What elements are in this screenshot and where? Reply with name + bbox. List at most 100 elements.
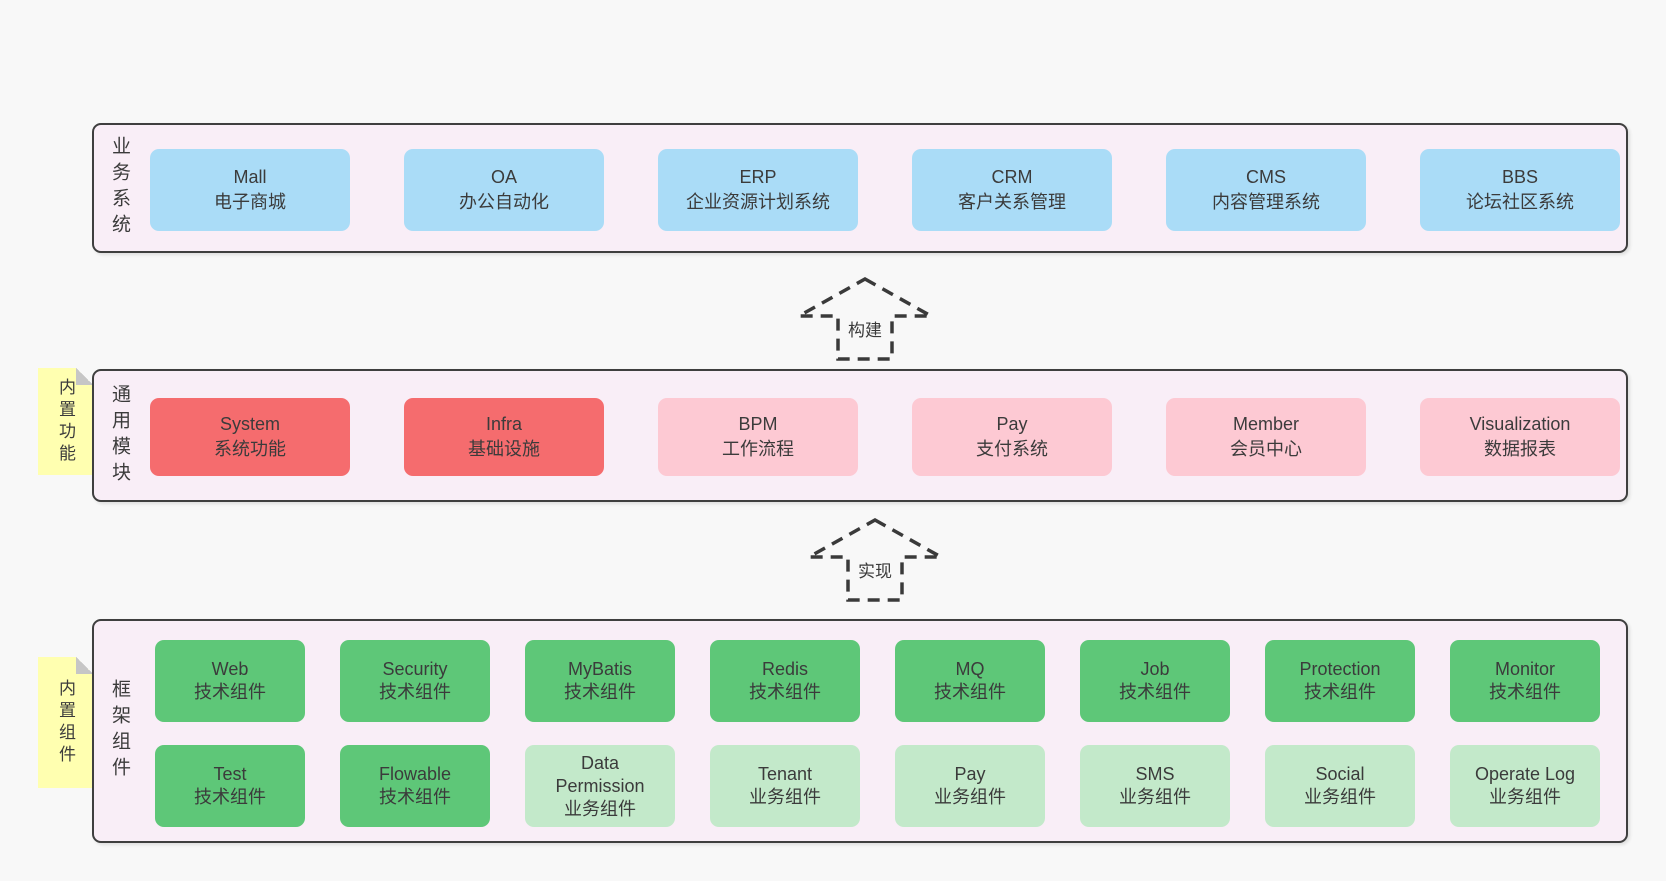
- box-subtitle: 业务组件: [564, 798, 636, 819]
- box-title: CRM: [991, 167, 1033, 187]
- box-subtitle: 技术组件: [564, 682, 636, 702]
- box-subtitle: 业务组件: [1489, 787, 1561, 807]
- box-title: SMS: [1135, 764, 1175, 784]
- box-components-security: Security 技术组件: [340, 640, 490, 722]
- box-subtitle: 内容管理系统: [1212, 192, 1320, 212]
- box-title: CMS: [1246, 167, 1286, 187]
- builtin-functions-note: 内置功能: [38, 368, 93, 475]
- box-modules-system: System 系统功能: [150, 398, 350, 476]
- build-arrow-label: 构建: [846, 316, 884, 341]
- box-modules-infra: Infra 基础设施: [404, 398, 604, 476]
- box-subtitle: 业务组件: [749, 787, 821, 807]
- box-subtitle: 系统功能: [214, 439, 286, 459]
- box-title: Infra: [485, 414, 523, 434]
- box-business-erp: ERP 企业资源计划系统: [658, 149, 858, 231]
- box-subtitle: 技术组件: [934, 682, 1006, 702]
- box-components-mybatis: MyBatis 技术组件: [525, 640, 675, 722]
- builtin-functions-note-label: 内置功能: [56, 377, 75, 466]
- box-title: Web: [211, 659, 249, 679]
- framework-components-label: 框架组件: [109, 679, 130, 783]
- box-title: ERP: [739, 167, 777, 187]
- builtin-components-note-label: 内置组件: [56, 678, 75, 767]
- box-title: Redis: [761, 659, 809, 679]
- box-title: Pay: [996, 414, 1028, 434]
- box-title: Social: [1315, 764, 1365, 784]
- build-arrow: 构建: [790, 276, 940, 362]
- box-title: System: [219, 414, 280, 434]
- implement-arrow: 实现: [800, 517, 950, 603]
- box-title: BBS: [1501, 167, 1539, 187]
- note-fold-icon: [76, 657, 93, 674]
- box-components-sms: SMS 业务组件: [1080, 745, 1230, 827]
- implement-arrow-label: 实现: [856, 557, 894, 582]
- box-subtitle: 企业资源计划系统: [686, 192, 830, 212]
- box-subtitle: 业务组件: [1304, 787, 1376, 807]
- up-arrow-icon: [802, 517, 948, 602]
- box-subtitle: 业务组件: [1119, 787, 1191, 807]
- box-subtitle: 技术组件: [1489, 682, 1561, 702]
- builtin-components-note: 内置组件: [38, 657, 93, 788]
- box-components-monitor: Monitor 技术组件: [1450, 640, 1600, 722]
- box-modules-pay: Pay 支付系统: [912, 398, 1112, 476]
- box-title: Job: [1140, 659, 1170, 679]
- box-subtitle: 论坛社区系统: [1466, 192, 1574, 212]
- box-subtitle: 基础设施: [468, 439, 540, 459]
- box-title: OA: [490, 167, 517, 187]
- box-components-operate-log: Operate Log 业务组件: [1450, 745, 1600, 827]
- box-subtitle: 技术组件: [1119, 682, 1191, 702]
- business-systems-label: 业务系统: [109, 136, 130, 240]
- box-title: Monitor: [1494, 659, 1556, 679]
- box-components-test: Test 技术组件: [155, 745, 305, 827]
- box-business-oa: OA 办公自动化: [404, 149, 604, 231]
- box-subtitle: 技术组件: [194, 682, 266, 702]
- box-title: Tenant: [757, 764, 813, 784]
- box-title: Test: [213, 764, 247, 784]
- box-title: Visualization: [1469, 414, 1571, 434]
- box-business-mall: Mall 电子商城: [150, 149, 350, 231]
- box-subtitle: 技术组件: [1304, 682, 1376, 702]
- box-modules-visualization: Visualization 数据报表: [1420, 398, 1620, 476]
- box-subtitle: 电子商城: [214, 192, 286, 212]
- box-title: Member: [1232, 414, 1299, 434]
- box-components-mq: MQ 技术组件: [895, 640, 1045, 722]
- box-subtitle: 技术组件: [379, 787, 451, 807]
- box-components-web: Web 技术组件: [155, 640, 305, 722]
- box-components-job: Job 技术组件: [1080, 640, 1230, 722]
- box-title: Operate Log: [1474, 764, 1576, 784]
- box-business-cms: CMS 内容管理系统: [1166, 149, 1366, 231]
- box-title: BPM: [738, 414, 778, 434]
- box-subtitle: 技术组件: [749, 682, 821, 702]
- up-arrow-icon: [792, 276, 938, 361]
- box-title: Mall: [233, 167, 267, 187]
- box-subtitle: 技术组件: [379, 682, 451, 702]
- box-title: Data Permission: [555, 752, 645, 796]
- box-components-tenant: Tenant 业务组件: [710, 745, 860, 827]
- box-subtitle: 办公自动化: [459, 192, 549, 212]
- note-fold-icon: [76, 368, 93, 385]
- box-subtitle: 技术组件: [194, 787, 266, 807]
- box-title: Pay: [954, 764, 986, 784]
- box-components-redis: Redis 技术组件: [710, 640, 860, 722]
- box-title: Security: [382, 659, 448, 679]
- box-title: MyBatis: [567, 659, 632, 679]
- box-subtitle: 工作流程: [722, 439, 794, 459]
- box-subtitle: 数据报表: [1484, 439, 1556, 459]
- box-title: MQ: [955, 659, 985, 679]
- box-subtitle: 支付系统: [976, 439, 1048, 459]
- box-modules-bpm: BPM 工作流程: [658, 398, 858, 476]
- box-business-bbs: BBS 论坛社区系统: [1420, 149, 1620, 231]
